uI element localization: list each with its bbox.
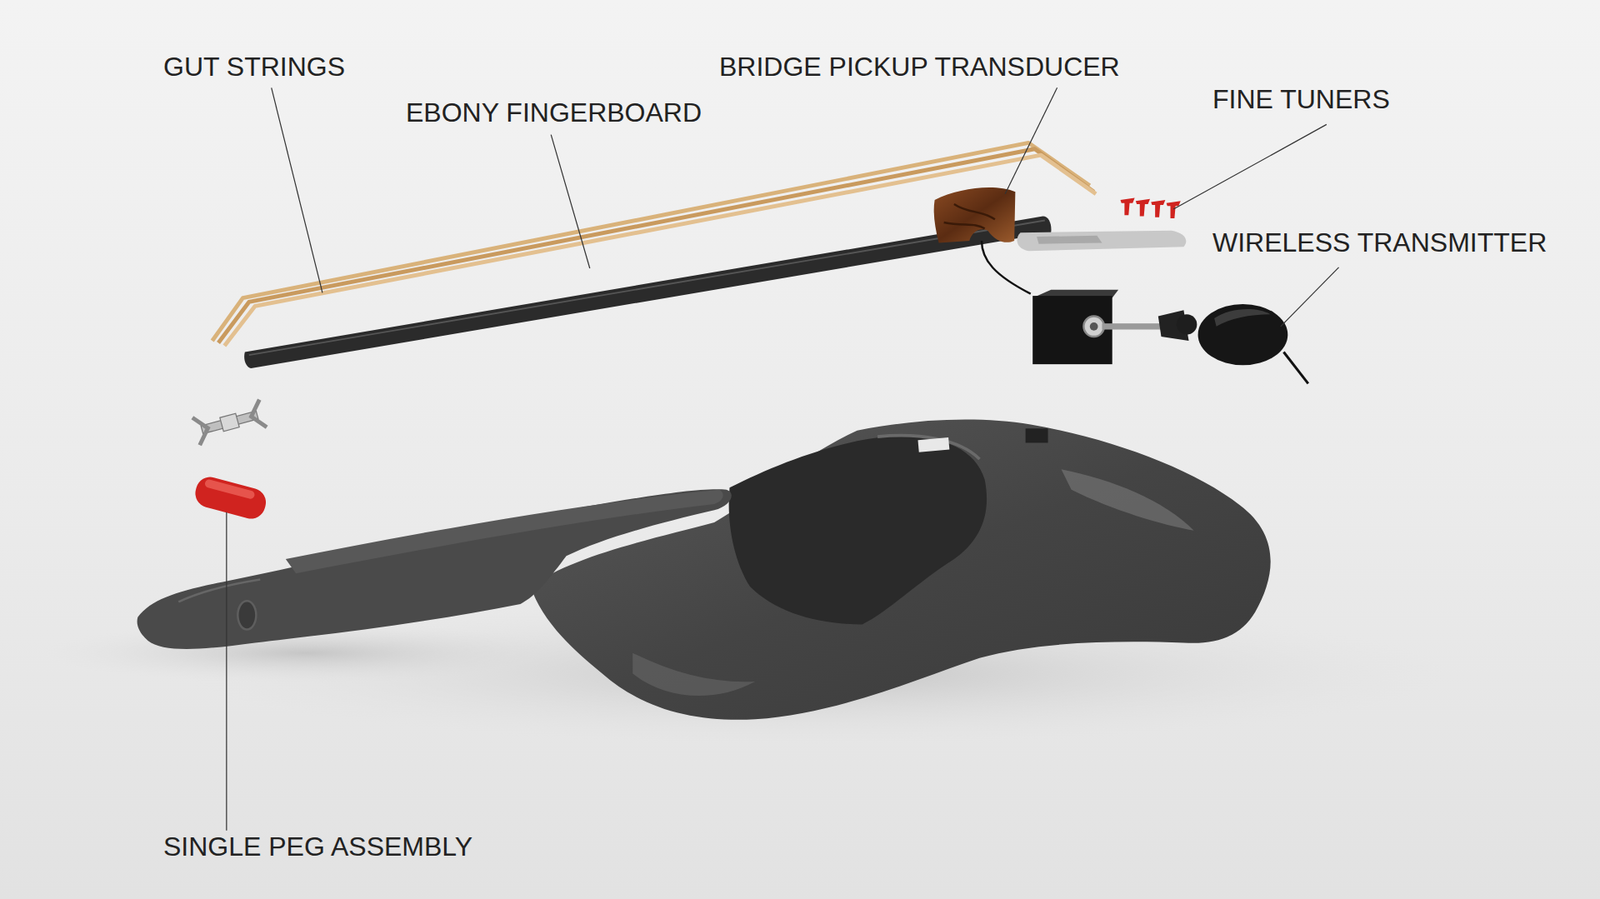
body-cavity <box>729 436 987 625</box>
jack-box <box>1032 295 1113 365</box>
part-label: FINE TUNERS <box>1212 83 1390 115</box>
neck-platform <box>285 490 724 574</box>
body-rim <box>877 435 980 460</box>
body-slot <box>917 437 950 453</box>
body-slot <box>1025 428 1049 443</box>
peg-shaft <box>192 400 267 446</box>
transmitter-body <box>1198 304 1289 365</box>
fingerboard-edge <box>249 220 1045 355</box>
part-label: BRIDGE PICKUP TRANSDUCER <box>719 50 1120 83</box>
tailpiece-plate <box>1016 230 1186 251</box>
jack-plug <box>1101 323 1161 330</box>
jack-socket <box>1083 316 1104 337</box>
part-label: GUT STRINGS <box>163 50 345 83</box>
part-label: EBONY FINGERBOARD <box>405 96 702 129</box>
jack-socket-hole <box>1090 322 1099 331</box>
bridge-grain <box>944 204 995 229</box>
tailpiece-recess <box>1036 235 1102 245</box>
red-peg <box>192 474 270 523</box>
plug-knob <box>1176 314 1197 335</box>
part-label: WIRELESS TRANSMITTER <box>1212 226 1547 259</box>
ebony-fingerboard <box>244 216 1051 369</box>
body-highlight <box>1060 469 1194 530</box>
bridge <box>934 187 1016 243</box>
body-highlight <box>632 653 755 696</box>
fine-tuners <box>1120 198 1181 219</box>
violin-body <box>530 420 1271 720</box>
part-label: SINGLE PEG ASSEMBLY <box>163 830 473 863</box>
transmitter-highlight <box>1214 309 1270 327</box>
peg-hole <box>237 600 256 630</box>
leader-lines <box>226 87 1340 830</box>
antenna <box>1283 351 1308 384</box>
scroll-ridge <box>178 580 260 603</box>
